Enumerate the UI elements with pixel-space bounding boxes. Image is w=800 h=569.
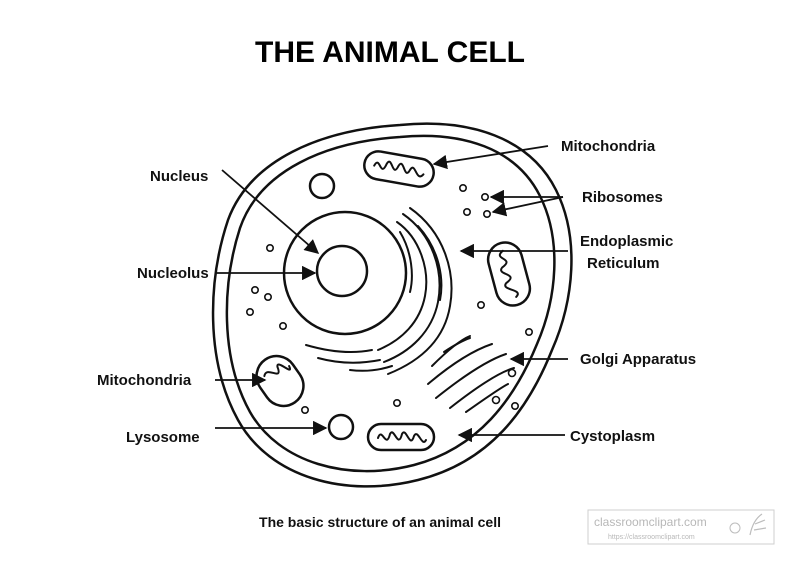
label-reticulum: Reticulum: [587, 255, 660, 272]
ribosomes: [246, 184, 533, 414]
label-mitochondria-top: Mitochondria: [561, 138, 656, 155]
caption: The basic structure of an animal cell: [259, 514, 501, 530]
vacuole: [308, 172, 336, 200]
mitochondria-left: [255, 354, 305, 408]
page-title: THE ANIMAL CELL: [255, 36, 525, 69]
label-endoplasmic: Endoplasmic: [580, 233, 673, 250]
label-cytoplasm: Cystoplasm: [570, 428, 655, 445]
mitochondria-right: [486, 241, 532, 307]
label-mitochondria-left: Mitochondria: [97, 372, 192, 389]
copyright-icon: [729, 522, 741, 534]
label-ribosomes: Ribosomes: [582, 189, 663, 206]
golgi-apparatus: [427, 335, 517, 413]
label-golgi-apparatus: Golgi Apparatus: [580, 351, 696, 368]
watermark-line1: classroomclipart.com: [594, 515, 707, 529]
label-lysosome: Lysosome: [126, 429, 200, 446]
watermark: classroomclipart.com https://classroomcl…: [587, 509, 775, 545]
cell-membrane: [211, 122, 573, 488]
mitochondria-bottom: [366, 422, 436, 452]
label-nucleolus: Nucleolus: [137, 265, 209, 282]
lysosome: [327, 413, 355, 441]
endoplasmic-reticulum: [305, 207, 453, 375]
watermark-logo-icon: [749, 513, 767, 536]
nucleolus: [315, 244, 369, 298]
mitochondria-top: [363, 150, 435, 188]
watermark-line2: https://classroomclipart.com: [608, 534, 695, 541]
label-arrows: [215, 145, 568, 443]
label-nucleus: Nucleus: [150, 168, 208, 185]
